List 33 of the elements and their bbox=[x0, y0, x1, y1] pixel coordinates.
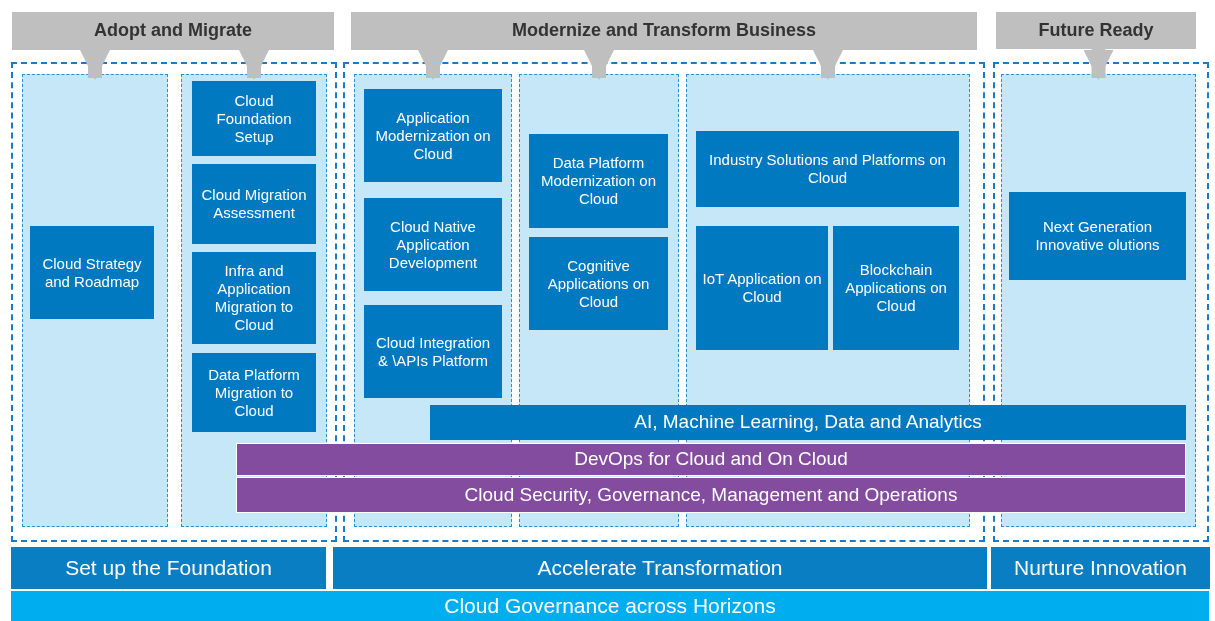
service-box: Next Generation Innovative olutions bbox=[1009, 192, 1186, 280]
service-box: Cloud Foundation Setup bbox=[192, 81, 316, 156]
capability-bar: DevOps for Cloud and On Cloud bbox=[236, 443, 1186, 476]
arrow bbox=[80, 50, 110, 80]
arrow bbox=[1083, 49, 1114, 80]
service-box: Cloud Migration Assessment bbox=[192, 164, 316, 244]
service-box: Cloud Strategy and Roadmap bbox=[30, 226, 154, 319]
service-box: Cloud Integration & \APIs Platform bbox=[364, 305, 502, 398]
capability-bar: Cloud Security, Governance, Management and Operations bbox=[236, 477, 1186, 513]
arrow bbox=[239, 50, 269, 80]
arrow bbox=[813, 50, 843, 80]
service-box: Infra and Application Migration to Cloud bbox=[192, 252, 316, 344]
group-frame bbox=[11, 62, 337, 542]
arrow bbox=[418, 50, 448, 80]
column-panel bbox=[181, 74, 327, 527]
service-box: Application Modernization on Cloud bbox=[364, 89, 502, 182]
service-box: Blockchain Applications on Cloud bbox=[833, 226, 959, 350]
header-banner: Future Ready bbox=[996, 12, 1196, 49]
service-box: Cloud Native Application Development bbox=[364, 198, 502, 291]
horizon-band: Set up the Foundation bbox=[11, 547, 326, 589]
horizon-band: Nurture Innovation bbox=[991, 547, 1210, 589]
service-box: Data Platform Migration to Cloud bbox=[192, 353, 316, 432]
service-box: Industry Solutions and Platforms on Cloud bbox=[696, 131, 959, 207]
governance-band: Cloud Governance across Horizons bbox=[11, 591, 1209, 621]
column-panel bbox=[22, 74, 168, 527]
service-box: IoT Application on Cloud bbox=[696, 226, 828, 350]
service-box: Data Platform Modernization on Cloud bbox=[529, 134, 668, 228]
header-banner: Adopt and Migrate bbox=[12, 12, 334, 50]
arrow bbox=[584, 50, 614, 80]
header-banner: Modernize and Transform Business bbox=[351, 12, 977, 50]
horizon-band: Accelerate Transformation bbox=[333, 547, 987, 589]
capability-bar: AI, Machine Learning, Data and Analytics bbox=[430, 405, 1186, 440]
service-box: Cognitive Applications on Cloud bbox=[529, 237, 668, 330]
